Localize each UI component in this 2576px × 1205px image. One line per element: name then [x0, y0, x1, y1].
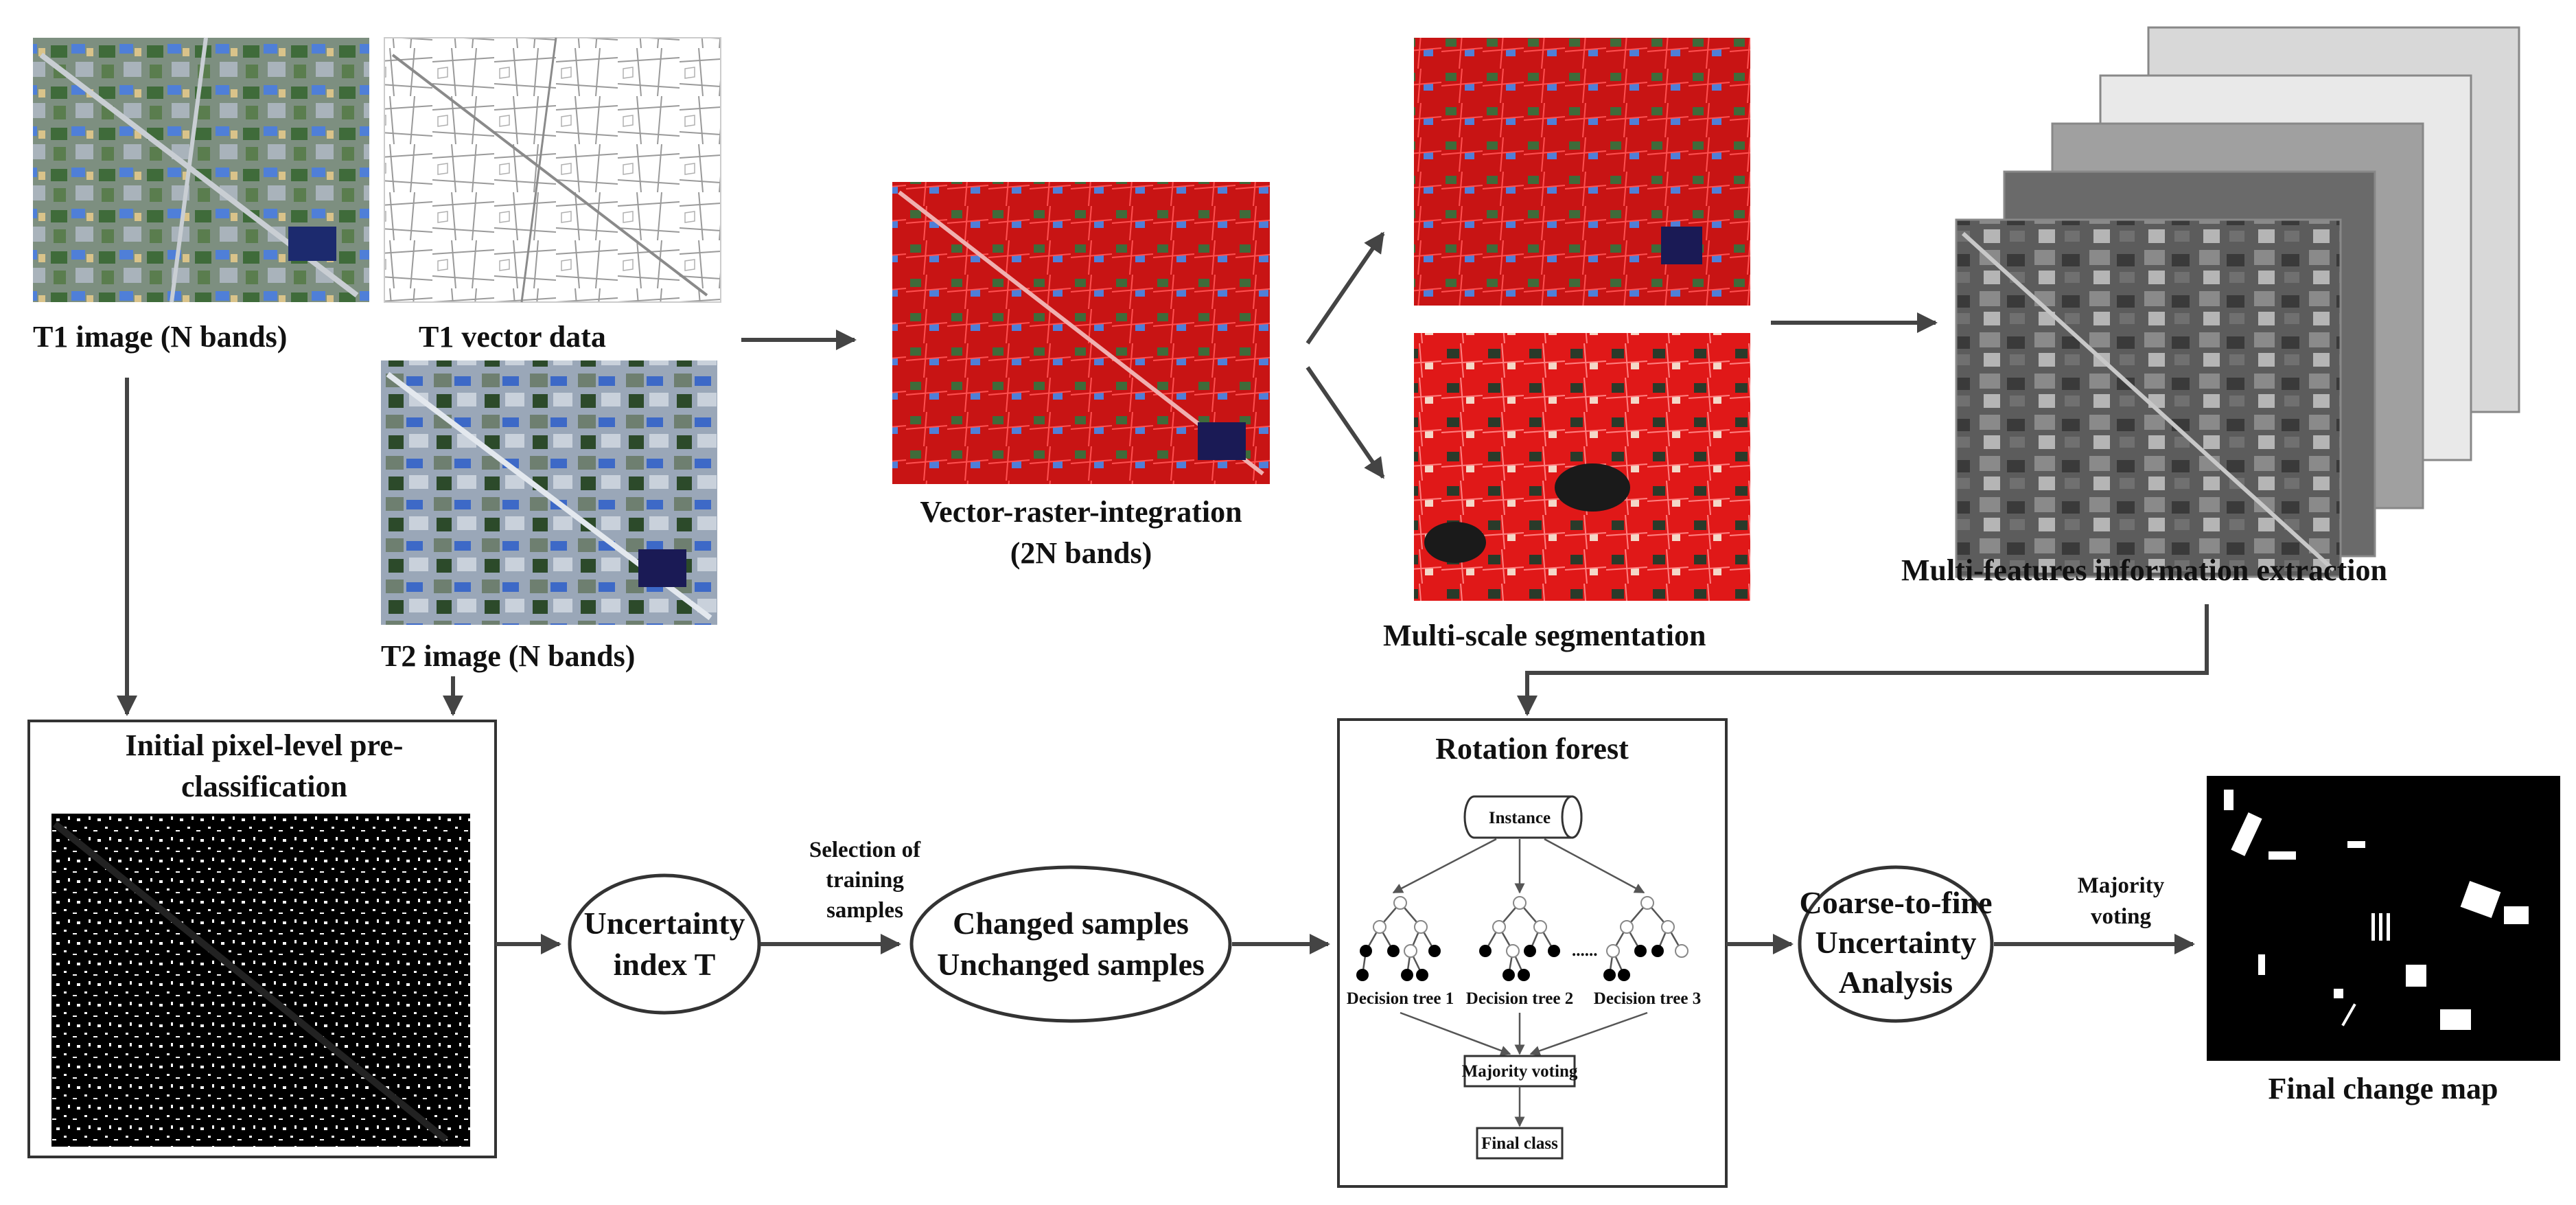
t1-vector-label: T1 vector data — [419, 320, 606, 354]
arrow-to-seg-top — [1306, 231, 1385, 345]
instance-label: Instance — [1489, 809, 1551, 827]
changed-samples-label: Changed samples — [953, 906, 1189, 941]
final-map-label: Final change map — [2268, 1072, 2498, 1105]
uncertainty-label-2: index T — [614, 947, 716, 982]
decision-tree-3 — [1603, 896, 1689, 981]
vri-label-1: Vector-raster-integration — [920, 495, 1242, 529]
coarse-label-1: Coarse-to-fine — [1799, 885, 1992, 920]
tree2-label: Decision tree 2 — [1466, 989, 1573, 1008]
t1-image — [33, 37, 369, 303]
coarse-label-2: Uncertainty — [1815, 925, 1976, 960]
arrow-instance-tree3 — [1544, 838, 1645, 894]
t1-image-label: T1 image (N bands) — [33, 320, 287, 354]
majority-label-2: voting — [2091, 904, 2152, 929]
selection-label-2: training — [826, 868, 904, 893]
coarse-to-fine-ellipse — [1798, 865, 1994, 1023]
arrow-tree1-vote — [1400, 1011, 1511, 1056]
rotation-forest-label: Rotation forest — [1435, 732, 1629, 766]
selection-label-3: samples — [826, 898, 903, 923]
feature-stack — [1955, 26, 2520, 578]
tree3-label: Decision tree 3 — [1594, 989, 1701, 1008]
vri-image — [892, 182, 1270, 484]
majority-label-1: Majority — [2078, 873, 2165, 898]
arrow-to-seg-bottom — [1306, 366, 1385, 479]
decision-tree-1 — [1356, 896, 1441, 981]
t2-image-label: T2 image (N bands) — [381, 639, 635, 673]
arrow-instance-tree1 — [1392, 838, 1497, 894]
initial-label-1: Initial pixel-level pre- — [126, 728, 404, 762]
final-change-map — [2207, 776, 2560, 1061]
decision-tree-2 — [1479, 896, 1560, 981]
selection-label-1: Selection of — [809, 838, 921, 862]
instance-cylinder — [1463, 795, 1583, 839]
multiscale-label: Multi-scale segmentation — [1383, 619, 1706, 652]
t2-image — [381, 360, 717, 625]
arrow-features-to-rf — [1517, 604, 2209, 716]
vri-label-2: (2N bands) — [1010, 536, 1152, 570]
tree1-label: Decision tree 1 — [1347, 989, 1454, 1008]
final-class-label: Final class — [1481, 1134, 1558, 1153]
segmentation-image-2 — [1414, 333, 1750, 601]
final-class-box — [1476, 1127, 1564, 1160]
initial-label-2: classification — [181, 770, 347, 803]
uncertainty-label-1: Uncertainty — [583, 906, 745, 941]
t1-vector-data — [384, 37, 721, 303]
arrow-tree3-vote — [1529, 1011, 1648, 1056]
multifeatures-label: Multi-features information extraction — [1901, 553, 2387, 587]
samples-ellipse — [909, 865, 1232, 1023]
unchanged-samples-label: Unchanged samples — [937, 947, 1205, 982]
uncertainty-index-ellipse — [568, 873, 761, 1015]
initial-preclassification-box — [27, 720, 497, 1158]
trees-ellipsis: ...... — [1572, 941, 1598, 960]
coarse-label-3: Analysis — [1839, 965, 1953, 1000]
rf-majority-label: Majority voting — [1462, 1062, 1578, 1081]
segmentation-image-1 — [1414, 38, 1750, 306]
